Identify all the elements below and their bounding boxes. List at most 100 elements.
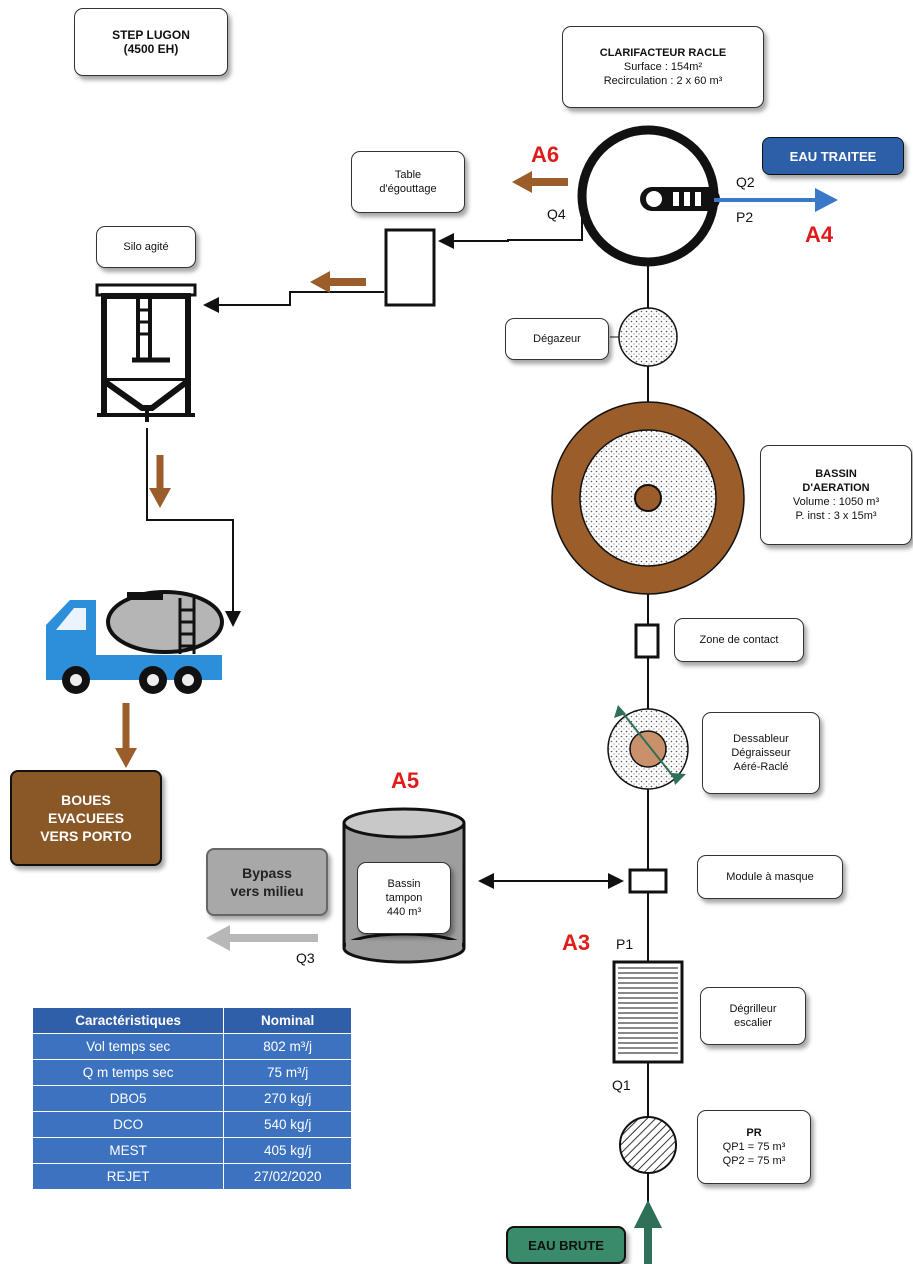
silo-box: Silo agité bbox=[96, 226, 196, 268]
bassin-aeration-pinst: P. inst : 3 x 15m³ bbox=[795, 510, 877, 522]
boues-line2: EVACUEES bbox=[48, 810, 124, 826]
table-row: DCO 540 kg/j bbox=[31, 1111, 352, 1138]
table-cell: Q m temps sec bbox=[31, 1059, 225, 1086]
degrilleur-symbol bbox=[612, 960, 684, 1064]
truck-icon bbox=[46, 590, 224, 694]
table-cell: 27/02/2020 bbox=[223, 1163, 352, 1190]
step-title-line2: (4500 EH) bbox=[123, 42, 179, 56]
zone-contact-label: Zone de contact bbox=[699, 634, 779, 646]
boues-arrow-silo bbox=[149, 455, 171, 508]
degazeur-label: Dégazeur bbox=[533, 333, 581, 345]
label-p1: P1 bbox=[616, 936, 634, 952]
dessableur-box: Dessableur Dégraisseur Aéré-Raclé bbox=[702, 712, 820, 794]
pr-box: PR QP1 = 75 m³ QP2 = 75 m³ bbox=[697, 1110, 811, 1184]
table-cell: 270 kg/j bbox=[223, 1085, 352, 1112]
clarificateur-surface: Surface : 154m² bbox=[623, 61, 703, 73]
clarificateur-title: CLARIFACTEUR RACLE bbox=[599, 47, 727, 59]
step-title-box: STEP LUGON (4500 EH) bbox=[74, 8, 228, 76]
bassin-tampon-box: Bassin tampon 440 m³ bbox=[357, 862, 451, 934]
table-row: Vol temps sec 802 m³/j bbox=[31, 1033, 352, 1060]
dessableur-line1: Dessableur bbox=[733, 733, 789, 745]
module-masque-box: Module à masque bbox=[697, 855, 843, 899]
table-header: Nominal bbox=[223, 1007, 352, 1034]
eau-brute-box: EAU BRUTE bbox=[506, 1226, 626, 1264]
bassin-tampon-line1: Bassin bbox=[387, 878, 421, 890]
pr-title: PR bbox=[746, 1127, 762, 1139]
table-header-row: Caractéristiques Nominal bbox=[31, 1007, 352, 1034]
label-a3: A3 bbox=[562, 930, 591, 955]
table-cell: 405 kg/j bbox=[223, 1137, 352, 1164]
bypass-line2: vers milieu bbox=[230, 883, 304, 899]
table-row: REJET 27/02/2020 bbox=[31, 1163, 352, 1190]
eau-traitee-box: EAU TRAITEE bbox=[762, 137, 904, 175]
table-cell: MEST bbox=[31, 1137, 225, 1164]
table-row: MEST 405 kg/j bbox=[31, 1137, 352, 1164]
q4-line bbox=[438, 202, 583, 249]
degazeur-box: Dégazeur bbox=[505, 318, 609, 360]
table-row: Q m temps sec 75 m³/j bbox=[31, 1059, 352, 1086]
eau-brute-arrow bbox=[634, 1200, 662, 1264]
boues-arrow-a6 bbox=[512, 171, 568, 193]
bypass-line1: Bypass bbox=[242, 865, 292, 881]
boues-arrow-truck bbox=[115, 703, 137, 768]
table-egouttage-line1: Table bbox=[394, 169, 422, 181]
degrilleur-box: Dégrilleur escalier bbox=[700, 987, 806, 1045]
boues-arrow-table bbox=[310, 271, 366, 293]
label-a4: A4 bbox=[805, 222, 834, 247]
dessableur-line3: Aéré-Raclé bbox=[733, 761, 789, 773]
module-masque-label: Module à masque bbox=[726, 871, 814, 883]
bassin-tampon-line2: tampon bbox=[385, 892, 423, 904]
table-egouttage-box: Table d'égouttage bbox=[351, 151, 465, 213]
degazeur-symbol bbox=[618, 307, 678, 367]
table-to-silo-line bbox=[203, 291, 384, 313]
characteristics-table: Caractéristiques Nominal Vol temps sec 8… bbox=[31, 1007, 352, 1190]
table-cell: 540 kg/j bbox=[223, 1111, 352, 1138]
eau-brute-label: EAU BRUTE bbox=[528, 1237, 604, 1253]
zone-contact-symbol bbox=[634, 623, 660, 659]
degrilleur-line2: escalier bbox=[734, 1017, 772, 1029]
table-egouttage-symbol bbox=[384, 228, 436, 307]
bassin-aeration-line2: D'AERATION bbox=[802, 482, 870, 494]
eau-traitee-label: EAU TRAITEE bbox=[789, 148, 877, 164]
silo-symbol bbox=[95, 283, 197, 422]
label-q2: Q2 bbox=[736, 174, 755, 190]
silo-to-truck-line bbox=[146, 428, 241, 627]
pr-symbol bbox=[619, 1116, 677, 1174]
table-cell: 75 m³/j bbox=[223, 1059, 352, 1086]
silo-label: Silo agité bbox=[123, 241, 169, 253]
pr-qp1: QP1 = 75 m³ bbox=[722, 1141, 786, 1153]
table-cell: DCO bbox=[31, 1111, 225, 1138]
table-row: DBO5 270 kg/j bbox=[31, 1085, 352, 1112]
label-q3: Q3 bbox=[296, 950, 315, 966]
label-a6: A6 bbox=[531, 142, 560, 167]
degrilleur-line1: Dégrilleur bbox=[729, 1003, 777, 1015]
module-masque-symbol bbox=[628, 868, 668, 894]
clarificateur-symbol bbox=[577, 125, 720, 267]
zone-contact-box: Zone de contact bbox=[674, 618, 804, 662]
bypass-box: Bypass vers milieu bbox=[206, 848, 328, 916]
bassin-aeration-line1: BASSIN bbox=[815, 468, 857, 480]
boues-box: BOUES EVACUEES VERS PORTO bbox=[10, 770, 162, 866]
label-q1: Q1 bbox=[612, 1077, 631, 1093]
label-a5: A5 bbox=[391, 768, 420, 793]
dessableur-line2: Dégraisseur bbox=[731, 747, 791, 759]
bassin-aeration-box: BASSIN D'AERATION Volume : 1050 m³ P. in… bbox=[760, 445, 912, 545]
label-q4: Q4 bbox=[547, 206, 566, 222]
bypass-arrow bbox=[206, 925, 318, 951]
eau-traitee-arrow bbox=[714, 188, 838, 212]
table-cell: REJET bbox=[31, 1163, 225, 1190]
table-cell: 802 m³/j bbox=[223, 1033, 352, 1060]
bassin-tampon-line3: 440 m³ bbox=[386, 906, 422, 918]
clarificateur-box: CLARIFACTEUR RACLE Surface : 154m² Recir… bbox=[562, 26, 764, 108]
table-cell: Vol temps sec bbox=[31, 1033, 225, 1060]
boues-line1: BOUES bbox=[61, 792, 111, 808]
table-egouttage-line2: d'égouttage bbox=[379, 183, 437, 195]
bassin-aeration-volume: Volume : 1050 m³ bbox=[792, 496, 880, 508]
clarificateur-recirculation: Recirculation : 2 x 60 m³ bbox=[603, 75, 723, 87]
boues-line3: VERS PORTO bbox=[40, 828, 132, 844]
step-title-line1: STEP LUGON bbox=[112, 28, 190, 42]
dessableur-symbol bbox=[607, 705, 689, 790]
label-p2: P2 bbox=[736, 209, 754, 225]
table-cell: DBO5 bbox=[31, 1085, 225, 1112]
